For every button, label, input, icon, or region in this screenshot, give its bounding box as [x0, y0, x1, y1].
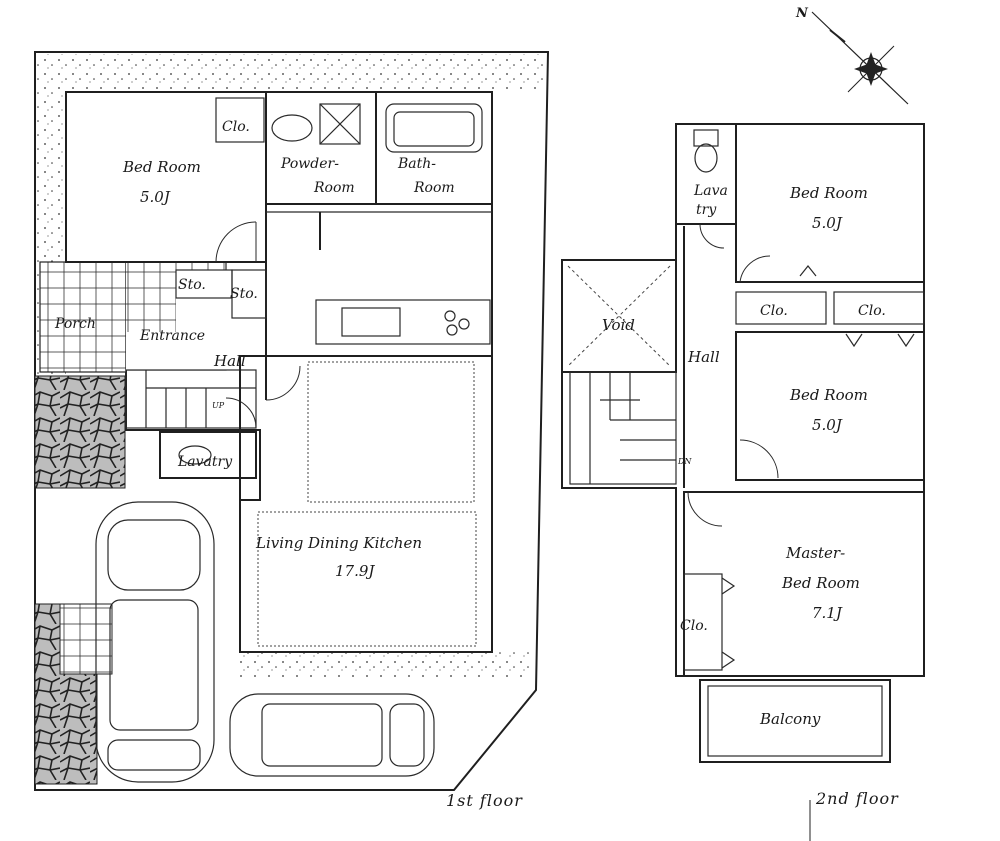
ldk-label: Living Dining Kitchen [255, 534, 422, 552]
closet-2f-b [833, 291, 925, 325]
car-small [229, 693, 435, 777]
lavatory-2f-label-1: Lava [693, 183, 728, 199]
bath-room [375, 91, 493, 205]
closet-2f-c-label: Clo. [680, 618, 708, 634]
bed-room-2f-a-size: 5.0J [812, 214, 843, 232]
first-floor: Bed Room 5.0J Clo. Powder- Room Bath- Ro… [34, 51, 550, 810]
entrance-label: Entrance [139, 328, 205, 344]
lavatory-2f-label-2: try [696, 202, 717, 218]
bed-room-2f-b-label: Bed Room [789, 386, 868, 404]
first-floor-caption: 1st floor [446, 791, 523, 810]
storage-2-label: Sto. [230, 286, 258, 302]
porch-label: Porch [54, 316, 96, 332]
master-label-2: Bed Room [781, 574, 860, 592]
kitchen-counter [315, 299, 491, 345]
washbasin [271, 114, 313, 142]
bed-room-2f-a [735, 123, 925, 283]
stairs-2f [569, 371, 677, 485]
balcony [699, 679, 891, 763]
car-large [95, 501, 215, 783]
compass-north-label: N [795, 6, 809, 21]
closet-2f-c [683, 573, 723, 671]
powder-room-label-1: Powder- [280, 156, 339, 172]
stairs-dn-mark: DN [677, 457, 692, 466]
stairs-up-mark: UP [212, 401, 225, 410]
closet-2f-b-label: Clo. [858, 303, 886, 319]
storage-1-label: Sto. [178, 277, 206, 293]
bath-room-label-1: Bath- [397, 156, 436, 172]
stairs-1f [125, 369, 257, 429]
powder-room-label-2: Room [313, 180, 355, 196]
bathtub [385, 103, 483, 153]
hall-2f-label: Hall [687, 348, 720, 366]
closet-1f-label: Clo. [222, 119, 250, 135]
bed-room-2f-b-size: 5.0J [812, 416, 843, 434]
lavatory-1f [159, 431, 257, 479]
hall-1f-label: Hall [213, 352, 246, 370]
closet-1f [215, 97, 265, 143]
lavatory-1f-label: Lavatry [177, 454, 233, 470]
compass: N [795, 6, 909, 105]
ldk [239, 355, 493, 653]
balcony-label: Balcony [759, 710, 821, 728]
master-size: 7.1J [812, 604, 843, 622]
bed-room-2f-a-label: Bed Room [789, 184, 868, 202]
bed-room-1f-size: 5.0J [140, 188, 171, 206]
second-floor: Lava try Bed Room 5.0J Void Hall Clo. Cl… [561, 123, 925, 841]
bath-room-label-2: Room [413, 180, 455, 196]
closet-2f-a-label: Clo. [760, 303, 788, 319]
storage-2 [231, 269, 267, 319]
stone-path [34, 375, 126, 489]
second-floor-caption: 2nd floor [815, 789, 899, 808]
void-label: Void [602, 316, 635, 334]
porch-tile [39, 261, 127, 373]
bed-room-1f-label: Bed Room [122, 158, 201, 176]
master-label-1: Master- [785, 544, 845, 562]
ldk-size: 17.9J [335, 562, 375, 580]
closet-2f-a [735, 291, 827, 325]
bed-room-2f-b [735, 331, 925, 481]
